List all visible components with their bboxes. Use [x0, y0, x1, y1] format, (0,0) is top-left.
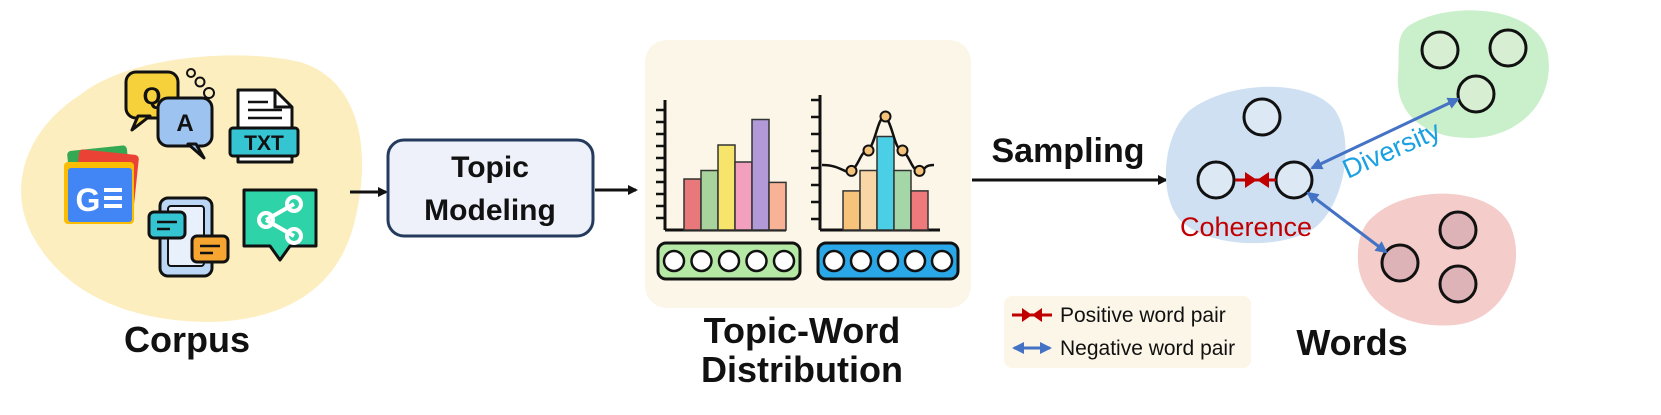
word-node: [1438, 210, 1478, 250]
corpus-label: Corpus: [124, 319, 250, 360]
vector-slot: [930, 249, 954, 273]
coherence-label: Coherence: [1180, 212, 1312, 242]
bar: [700, 169, 719, 231]
bar: [683, 178, 702, 231]
word-node: [1420, 30, 1460, 70]
positive-pair-link: [1235, 172, 1276, 188]
qa-chat-icon: Q A: [124, 68, 215, 160]
vector-slot: [745, 249, 768, 273]
topic-modeling-line2: Modeling: [424, 194, 556, 227]
corpus-group: Q A TXT G: [21, 55, 363, 323]
distribution-panel: [645, 40, 971, 308]
news-icon: G: [64, 145, 139, 224]
txt-badge: TXT: [244, 132, 284, 155]
vector-slot: [690, 249, 713, 273]
txt-document-icon: TXT: [228, 88, 300, 164]
density-point: [862, 144, 875, 157]
density-point: [879, 110, 892, 123]
news-badge: G: [76, 182, 101, 218]
distribution-chart-1: [656, 100, 802, 281]
word-node: [1274, 160, 1314, 200]
bar: [751, 118, 770, 231]
word-node: [1456, 74, 1496, 114]
green-cluster-blob: [1397, 10, 1549, 139]
vector-slot: [822, 249, 846, 273]
distribution-chart-2: [811, 95, 960, 281]
topic-modeling-line1: Topic: [451, 151, 529, 184]
distribution-label-line1: Topic-Word: [704, 310, 901, 351]
bar: [734, 161, 753, 231]
legend-box: [1004, 296, 1251, 368]
legend-negative-label: Negative word pair: [1060, 337, 1235, 360]
density-point: [845, 164, 858, 177]
vector-slot: [717, 249, 741, 273]
topic-modeling-box: Topic Modeling: [386, 138, 595, 238]
word-node: [1438, 264, 1478, 304]
vector-slot: [876, 249, 900, 273]
vector-slot: [903, 249, 927, 273]
vector-slot: [772, 249, 796, 273]
bar: [717, 144, 736, 231]
bar: [859, 169, 878, 231]
bar: [768, 181, 787, 231]
bar: [842, 190, 861, 231]
negative-pair-link: [1306, 191, 1388, 254]
legend: Positive word pair Negative word pair: [1004, 296, 1251, 368]
density-point: [913, 164, 926, 177]
q-letter: Q: [143, 83, 162, 110]
bar: [876, 135, 895, 231]
legend-positive-marker: [1012, 308, 1052, 322]
word-node: [1242, 97, 1282, 137]
vector-slot: [849, 249, 873, 273]
sampling-label: Sampling: [991, 132, 1144, 170]
diversity-label: Diversity: [1338, 115, 1445, 185]
coherent-cluster-blob: [1165, 86, 1346, 244]
negative-pair-link: [1310, 97, 1460, 170]
words-group: Coherence Diversity: [1165, 10, 1549, 326]
words-label: Words: [1296, 322, 1407, 363]
density-point: [896, 144, 909, 157]
distribution-label-line2: Distribution: [701, 349, 903, 390]
legend-positive-label: Positive word pair: [1060, 304, 1226, 327]
phone-chat-icon: [147, 196, 230, 278]
word-node: [1380, 243, 1420, 283]
bar: [910, 190, 929, 231]
word-node: [1196, 160, 1236, 200]
vector-slot: [662, 249, 686, 273]
bar: [893, 169, 912, 231]
word-node: [1488, 28, 1528, 68]
share-icon: [242, 188, 318, 262]
a-letter: A: [176, 110, 193, 137]
